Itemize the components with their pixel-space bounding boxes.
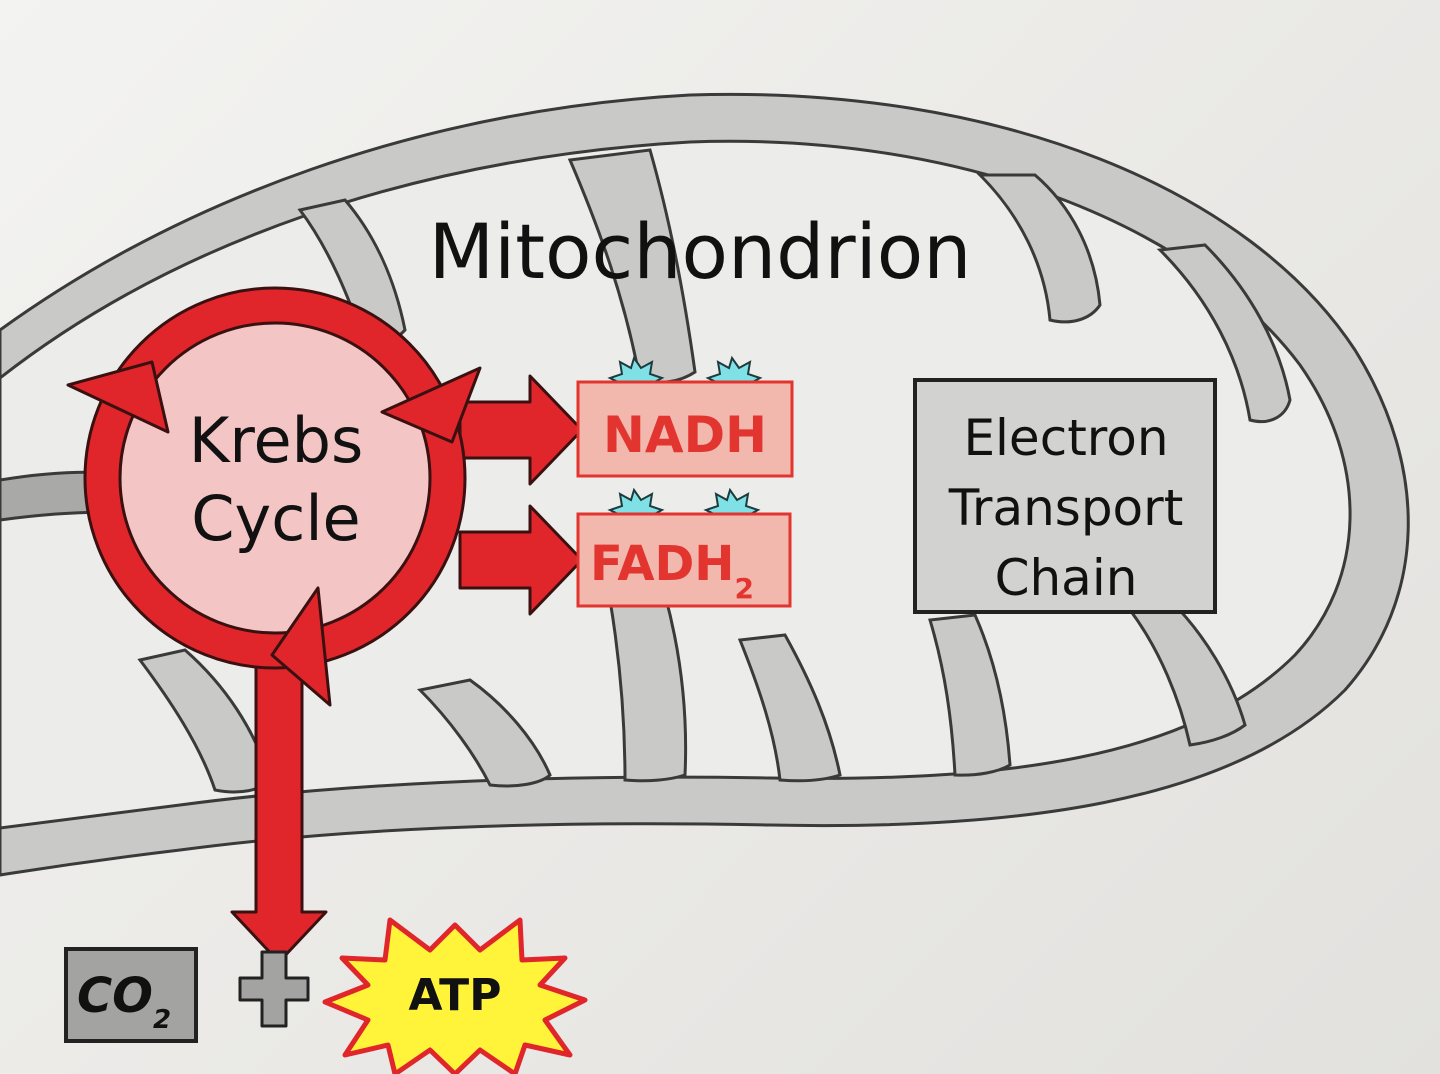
nadh-box: NADH bbox=[576, 380, 794, 478]
cycle-arrowhead bbox=[380, 366, 482, 444]
arrow-to-products bbox=[230, 660, 328, 964]
cycle-arrowhead bbox=[66, 360, 170, 434]
etc-label-line1: Electron bbox=[963, 409, 1168, 467]
co2-box: CO2 bbox=[64, 947, 198, 1043]
krebs-label-line1: Krebs bbox=[189, 404, 364, 477]
cycle-arrowhead bbox=[270, 586, 332, 707]
fadh2-rect bbox=[576, 512, 792, 608]
crista bbox=[976, 173, 1102, 324]
fadh2-label-sub: 2 bbox=[734, 572, 753, 605]
crista bbox=[928, 613, 1012, 777]
co2-label-sub: 2 bbox=[153, 1005, 171, 1035]
krebs-inner bbox=[118, 321, 432, 635]
krebs-cycle: Krebs Cycle bbox=[66, 286, 482, 707]
co2-label: CO2 bbox=[77, 968, 171, 1035]
etc-rect bbox=[913, 378, 1217, 614]
crista bbox=[137, 648, 272, 794]
arrow-to-nadh bbox=[458, 374, 584, 486]
crista bbox=[1156, 243, 1292, 424]
atp-label: ATP bbox=[409, 970, 502, 1021]
fadh2-label: FADH2 bbox=[590, 536, 754, 605]
fadh2-box: FADH2 bbox=[576, 512, 792, 608]
diagram-title: Mitochondrion bbox=[429, 207, 972, 296]
crista bbox=[1127, 598, 1247, 747]
atp-burst: ATP bbox=[322, 917, 588, 1074]
crista bbox=[737, 633, 842, 783]
nadh-label: NADH bbox=[603, 406, 767, 464]
fadh2-label-base: FADH bbox=[590, 536, 734, 592]
etc-label-line2: Transport bbox=[948, 479, 1184, 537]
plus-icon bbox=[238, 950, 310, 1028]
etc-label-line3: Chain bbox=[995, 549, 1138, 607]
electron-transport-chain-box: Electron Transport Chain bbox=[913, 378, 1217, 614]
crista bbox=[416, 678, 552, 788]
co2-label-base: CO bbox=[77, 968, 153, 1024]
crista bbox=[608, 593, 688, 783]
krebs-label-line2: Cycle bbox=[191, 482, 360, 555]
atp-starburst-icon bbox=[322, 917, 588, 1074]
co2-rect bbox=[64, 947, 198, 1043]
arrow-to-fadh2 bbox=[458, 504, 584, 616]
nadh-rect bbox=[576, 380, 794, 478]
